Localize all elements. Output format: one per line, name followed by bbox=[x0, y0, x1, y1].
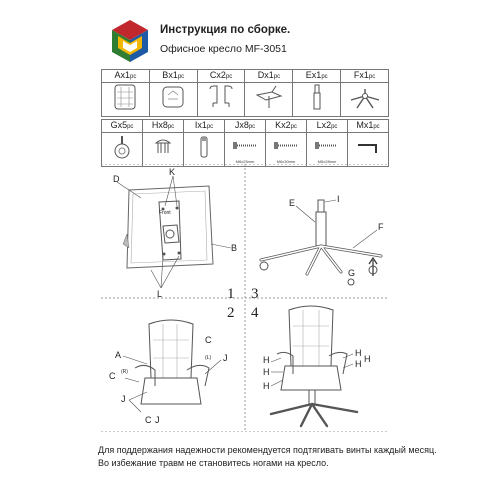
hex-key-icon bbox=[358, 144, 377, 153]
bolt-l-cell: M6x28mm bbox=[306, 132, 348, 167]
brand-logo bbox=[112, 20, 148, 62]
page-subtitle: Офисное кресло MF-3051 bbox=[160, 43, 287, 55]
parts-table-row1: Ax1pc Bx1pc Cx2pc Dx1pc Ex1pc Fx1pc bbox=[101, 69, 389, 117]
bolt-j-cell: M6x25mm bbox=[224, 132, 266, 167]
gas-lift-icon bbox=[313, 84, 321, 110]
step-1-label-front: Front bbox=[159, 210, 171, 216]
five-star-base-icon bbox=[350, 89, 379, 109]
step-3-label-g: G bbox=[348, 268, 355, 278]
step-3-label-i: I bbox=[337, 194, 340, 204]
part-label-h: Hx8pc bbox=[142, 119, 184, 133]
footer-note: Для поддержания надежности рекомендуется… bbox=[98, 444, 437, 470]
step-3-label-f: F bbox=[378, 222, 384, 232]
bolt-icon bbox=[233, 141, 256, 149]
bolt-size-l: M6x28mm bbox=[317, 158, 337, 164]
armrest-icon bbox=[209, 85, 233, 107]
step-4-label-h2: H bbox=[263, 367, 270, 377]
footer-line-2: Во избежание травм не становитесь ногами… bbox=[98, 458, 329, 468]
step-2-label-j2: J bbox=[121, 394, 126, 404]
part-label-l: Lx2pc bbox=[306, 119, 348, 133]
step-2-label-j: J bbox=[223, 353, 228, 363]
tilt-mechanism-icon bbox=[255, 85, 283, 108]
part-label-j: Jx8pc bbox=[224, 119, 266, 133]
step-4-illustration bbox=[269, 305, 359, 428]
parts-table-row2: Gx5pc Hx8pc Ix1pc Jx8pc Kx2pc Lx2pc Mx1p… bbox=[101, 119, 389, 167]
part-label-d: Dx1pc bbox=[244, 69, 294, 83]
bolt-size-j: M6x25mm bbox=[235, 158, 255, 164]
bolt-icon bbox=[315, 141, 337, 149]
step-4-label-h6: H bbox=[364, 354, 371, 364]
part-label-g: Gx5pc bbox=[101, 119, 143, 133]
step-4-number: 4 bbox=[251, 305, 259, 321]
chair-seat-icon bbox=[162, 86, 184, 108]
bolt-size-k: M6x30mm bbox=[276, 158, 296, 164]
step-4-label-h1: H bbox=[263, 355, 270, 365]
step-1-label-d: D bbox=[113, 174, 120, 184]
part-label-b: Bx1pc bbox=[148, 69, 198, 83]
step-2-label-a: A bbox=[115, 350, 121, 360]
step-3-label-e: E bbox=[289, 198, 295, 208]
part-label-i: Ix1pc bbox=[183, 119, 225, 133]
part-label-e: Ex1pc bbox=[292, 69, 342, 83]
step-2-label-l: (L) bbox=[205, 355, 211, 361]
step-2-number: 2 bbox=[227, 305, 235, 321]
assembly-diagram: 1 3 2 4 D K Front B L E I F bbox=[101, 164, 389, 432]
step-2-label-c: C bbox=[205, 335, 212, 345]
step-2-label-r: (R) bbox=[121, 369, 128, 375]
step-3-number: 3 bbox=[251, 286, 259, 302]
step-4-label-h3: H bbox=[263, 381, 270, 391]
step-1-illustration bbox=[116, 175, 232, 289]
bolt-k-cell: M6x30mm bbox=[265, 132, 307, 167]
step-1-label-l: L bbox=[157, 289, 162, 299]
part-label-c: Cx2pc bbox=[196, 69, 246, 83]
step-4-label-h5: H bbox=[355, 359, 362, 369]
part-label-f: Fx1pc bbox=[340, 69, 389, 83]
page-title: Инструкция по сборке. bbox=[160, 24, 291, 36]
cylinder-cover-icon bbox=[200, 136, 208, 158]
part-label-m: Mx1pc bbox=[347, 119, 389, 133]
step-2-label-j3: J bbox=[155, 415, 160, 425]
step-2-label-c2: C bbox=[109, 371, 116, 381]
caster-wheel-icon bbox=[114, 136, 130, 159]
step-1-number: 1 bbox=[227, 286, 235, 302]
part-label-k: Kx2pc bbox=[265, 119, 307, 133]
step-1-label-b: B bbox=[231, 243, 237, 253]
chair-back-icon bbox=[114, 84, 136, 110]
step-2-illustration bbox=[122, 319, 222, 413]
part-label-a: Ax1pc bbox=[101, 69, 150, 83]
footer-line-1: Для поддержания надежности рекомендуется… bbox=[98, 445, 437, 455]
cap-icon bbox=[154, 139, 172, 153]
step-3-illustration bbox=[259, 199, 383, 286]
step-4-label-h4: H bbox=[355, 348, 362, 358]
bolt-icon bbox=[274, 141, 298, 149]
step-1-label-k: K bbox=[169, 167, 175, 177]
step-2-label-c3: C bbox=[145, 415, 152, 425]
